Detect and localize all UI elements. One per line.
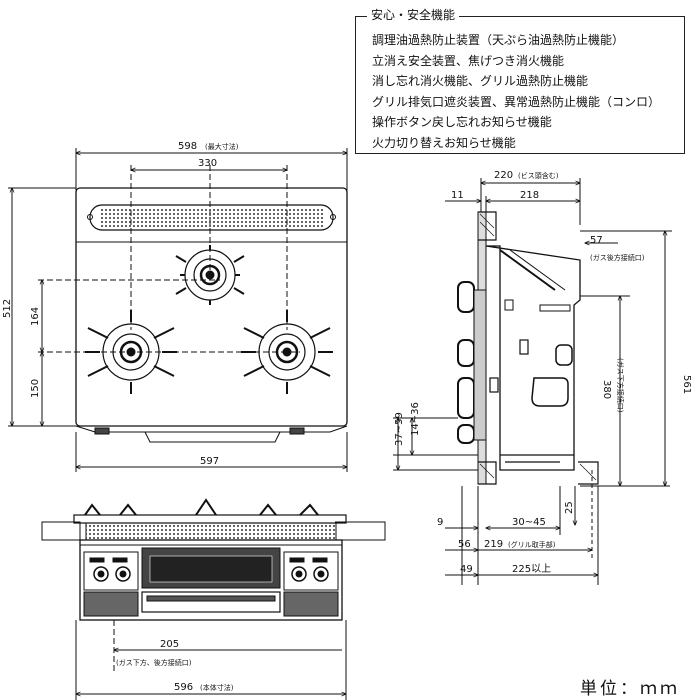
- dim-598: 598: [178, 141, 197, 152]
- feature-item: 操作ボタン戻し忘れお知らせ機能: [372, 115, 552, 129]
- dim-164: 164: [30, 307, 41, 326]
- dim-57: 57: [590, 235, 603, 246]
- dim-596-note: (本体寸法): [200, 683, 234, 692]
- dim-380-note: (ガス下方接続口): [616, 358, 625, 413]
- burner-right: [241, 310, 333, 394]
- dim-380: 380: [601, 380, 612, 399]
- feature-item: 消し忘れ消火機能、グリル過熱防止機能: [372, 74, 589, 88]
- top-view: [8, 148, 348, 472]
- dim-330: 330: [198, 158, 217, 169]
- front-view: [41, 498, 386, 700]
- safety-features-title: 安心・安全機能: [367, 6, 460, 23]
- front-view-labels: 205 (ガス下方、後方接続口) 596 (本体寸法): [116, 639, 234, 693]
- dim-25: 25: [564, 501, 575, 514]
- dim-30-45: 30~45: [512, 517, 546, 528]
- dim-9: 9: [437, 517, 443, 528]
- dim-205-note: (ガス下方、後方接続口): [116, 658, 192, 667]
- feature-item: 立消え安全装置、焦げつき消火機能: [372, 53, 565, 68]
- feature-item: グリル排気口遮炎装置、異常過熱防止機能（コンロ）: [372, 94, 661, 109]
- dim-218: 218: [520, 190, 539, 201]
- dim-150: 150: [30, 379, 41, 398]
- side-view: [393, 178, 672, 585]
- dim-14-36: 14~36: [410, 402, 421, 436]
- dim-11: 11: [451, 190, 464, 201]
- dim-219-note: (グリル取手部): [508, 540, 556, 549]
- burner-left: [85, 310, 177, 394]
- dim-220-note: (ビス頭含む): [518, 171, 559, 180]
- top-view-labels: 598 (最大寸法) 330 597 512 164 150: [2, 141, 239, 467]
- dim-597: 597: [200, 456, 219, 467]
- unit-label: 単位：ｍｍ: [580, 679, 680, 699]
- burner-rear: [175, 245, 245, 305]
- dim-49: 49: [460, 564, 473, 575]
- safety-features-box: [355, 16, 685, 154]
- feature-item: 調理油過熱防止装置（天ぷら油過熱防止機能）: [372, 33, 625, 47]
- dim-598-note: (最大寸法): [205, 142, 239, 151]
- dim-205: 205: [160, 639, 179, 650]
- dim-56: 56: [458, 539, 471, 550]
- dim-57-note: (ガス後方接続口): [590, 253, 645, 262]
- dim-37-59: 37~59: [394, 412, 405, 446]
- feature-item: 火力切り替えお知らせ機能: [372, 135, 516, 150]
- side-view-labels: 220 (ビス頭含む) 11 218 57 (ガス後方接続口) 561 380 …: [394, 170, 692, 575]
- dim-220: 220: [494, 170, 513, 181]
- dim-596: 596: [174, 682, 193, 693]
- dim-512: 512: [2, 299, 13, 318]
- dim-225: 225以上: [512, 563, 551, 575]
- dim-219: 219: [484, 539, 503, 550]
- dim-561: 561: [681, 375, 692, 394]
- safety-features-list: 調理油過熱防止装置（天ぷら油過熱防止機能） 立消え安全装置、焦げつき消火機能 消…: [372, 30, 660, 153]
